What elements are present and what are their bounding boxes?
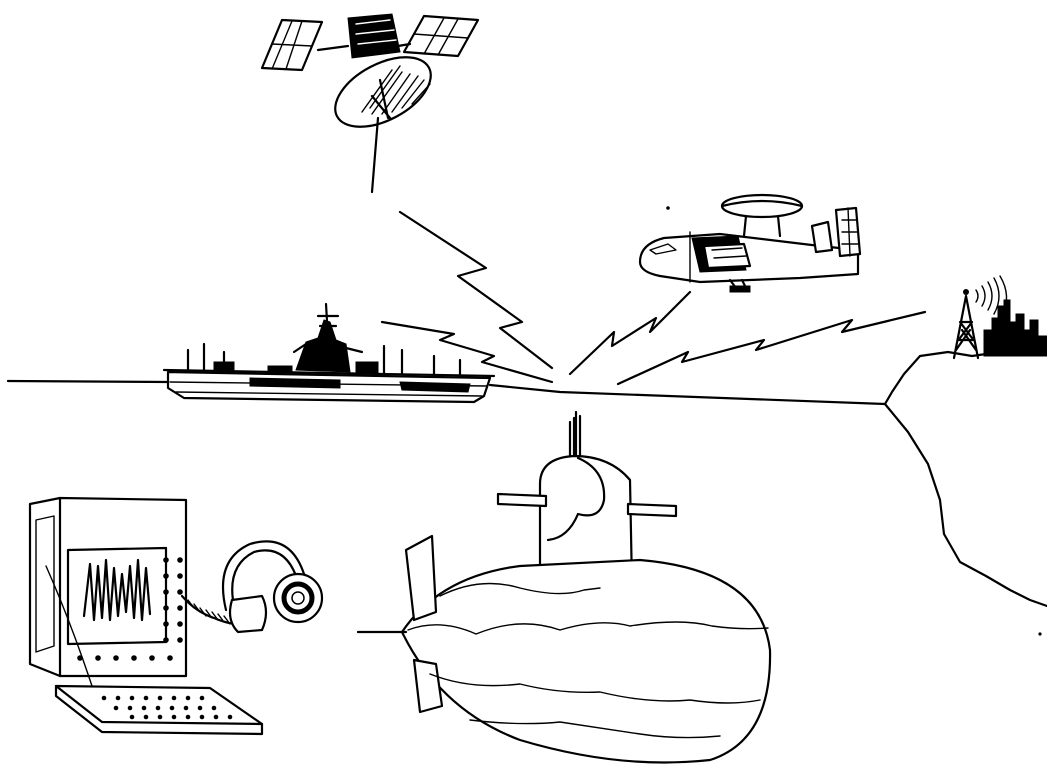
- submarine-icon: [358, 412, 770, 763]
- headphones-icon: [182, 541, 322, 632]
- signal-from-aircraft: [570, 292, 690, 374]
- shore-radio-tower-icon: [885, 276, 1047, 606]
- signal-from-shore: [618, 312, 925, 384]
- radar-aircraft-icon: [640, 195, 860, 292]
- sonar-console-icon: [30, 498, 262, 734]
- signal-from-satellite: [400, 212, 552, 368]
- signal-to-carrier: [382, 322, 552, 382]
- aircraft-carrier-icon: [164, 304, 494, 402]
- satellite-icon: [262, 14, 478, 192]
